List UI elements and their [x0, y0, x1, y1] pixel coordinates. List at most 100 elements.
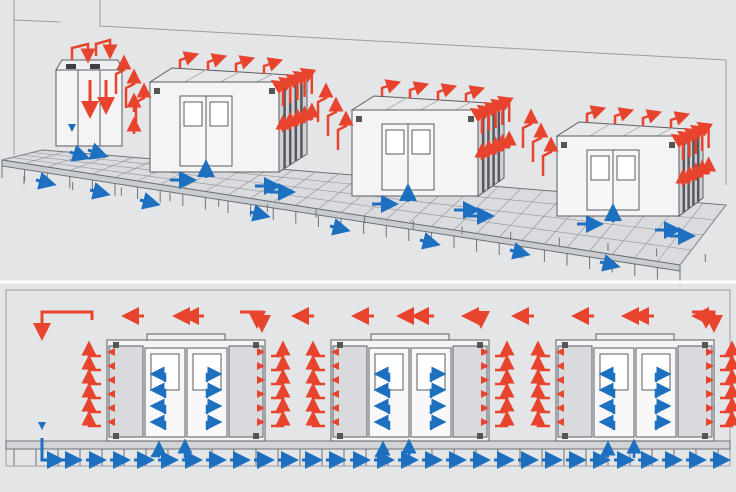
cross-section-view — [5, 289, 736, 469]
cold-air-arrow-icon — [89, 182, 111, 200]
hot-air-arrow-icon — [326, 96, 344, 136]
hot-air-arrow-icon — [240, 310, 271, 333]
hot-air-arrow-icon — [696, 121, 714, 148]
containment-section — [555, 333, 715, 442]
crac-unit-icon — [55, 59, 123, 147]
hot-air-arrow-icon — [271, 368, 291, 386]
cold-air-arrow-icon — [599, 254, 621, 272]
hot-air-arrow-icon — [531, 122, 549, 162]
cold-air-arrow-icon — [35, 172, 57, 190]
hot-air-arrow-icon — [271, 396, 291, 414]
hot-air-arrow-icon — [495, 410, 515, 428]
hot-air-arrow-icon — [234, 55, 256, 72]
hot-air-arrow-icon — [436, 83, 458, 100]
hot-air-arrow-icon — [114, 54, 132, 94]
cold-air-arrow-icon — [373, 414, 391, 430]
cold-air-arrow-icon — [598, 398, 616, 414]
hot-air-arrow-icon — [336, 110, 354, 150]
cold-air-arrow-icon — [373, 366, 391, 382]
hot-air-arrow-icon — [495, 340, 515, 358]
cold-air-arrow-icon — [205, 398, 223, 414]
cold-air-arrow-icon — [373, 398, 391, 414]
hot-air-arrow-icon — [530, 382, 550, 400]
cold-air-arrow-icon — [149, 398, 167, 414]
hot-air-arrow-icon — [271, 354, 291, 372]
hot-air-arrow-icon — [408, 81, 430, 98]
hot-air-arrow-icon — [81, 368, 101, 386]
cold-air-arrow-icon — [429, 398, 447, 414]
hot-air-arrow-icon — [495, 396, 515, 414]
cold-air-arrow-icon — [598, 366, 616, 382]
cold-air-arrow-icon — [249, 204, 271, 222]
hot-air-arrow-icon — [206, 53, 228, 70]
cold-air-arrow-icon — [598, 382, 616, 398]
hot-air-arrow-icon — [299, 67, 317, 94]
cold-air-arrow-icon — [69, 144, 91, 162]
containment-pod — [350, 95, 505, 197]
cold-air-arrow-icon — [654, 398, 672, 414]
hot-air-arrow-icon — [495, 368, 515, 386]
hot-air-arrow-icon — [305, 340, 325, 358]
hot-air-arrow-icon — [271, 410, 291, 428]
return-air-path — [33, 310, 94, 469]
cold-air-arrow-icon — [87, 142, 109, 160]
cold-air-arrow-icon — [139, 192, 161, 210]
containment-pod — [555, 121, 705, 217]
hot-air-arrow-icon — [124, 68, 142, 108]
hot-air-arrow-icon — [94, 38, 118, 60]
cold-air-arrow-icon — [654, 366, 672, 382]
containment-pod — [148, 67, 308, 173]
hot-air-arrow-icon — [81, 340, 101, 358]
hot-air-arrow-icon — [464, 85, 486, 102]
cold-air-arrow-icon — [598, 414, 616, 430]
hot-air-arrow-icon — [70, 42, 96, 64]
hot-air-arrow-icon — [305, 410, 325, 428]
hot-air-arrow-icon — [262, 57, 284, 74]
cold-air-arrow-icon — [429, 414, 447, 430]
hot-air-arrow-icon — [585, 105, 607, 122]
hot-air-arrow-icon — [495, 382, 515, 400]
hot-air-arrow-icon — [316, 82, 334, 122]
cold-air-arrow-icon — [429, 382, 447, 398]
hot-air-arrow-icon — [496, 95, 514, 122]
hot-air-arrow-icon — [134, 82, 152, 122]
containment-section — [330, 333, 490, 442]
cold-air-arrow-icon — [509, 242, 531, 260]
cold-air-arrow-icon — [149, 414, 167, 430]
hot-air-arrow-icon — [178, 51, 200, 68]
hot-air-arrow-icon — [271, 340, 291, 358]
hot-air-arrow-icon — [669, 111, 691, 128]
hot-air-arrow-icon — [81, 410, 101, 428]
cold-air-arrow-icon — [149, 382, 167, 398]
cold-air-arrow-icon — [654, 414, 672, 430]
hot-air-arrow-icon — [641, 109, 663, 126]
cold-air-arrow-icon — [654, 382, 672, 398]
hot-air-arrow-icon — [305, 382, 325, 400]
cold-air-arrow-icon — [600, 440, 616, 458]
hot-air-arrow-icon — [81, 354, 101, 372]
hot-air-arrow-icon — [692, 310, 723, 333]
hot-air-arrow-icon — [530, 368, 550, 386]
cold-air-arrow-icon — [205, 366, 223, 382]
cold-air-arrow-icon — [429, 366, 447, 382]
hot-air-arrow-icon — [81, 396, 101, 414]
cold-air-arrow-icon — [419, 232, 441, 250]
cold-air-arrow-icon — [373, 382, 391, 398]
hot-air-arrow-icon — [530, 354, 550, 372]
cold-air-arrow-icon — [205, 382, 223, 398]
hot-air-arrow-icon — [521, 108, 539, 148]
hot-air-arrow-icon — [305, 368, 325, 386]
hot-air-arrow-icon — [495, 354, 515, 372]
hot-air-arrow-icon — [530, 410, 550, 428]
hot-air-arrow-icon — [613, 107, 635, 124]
hot-air-arrow-icon — [380, 79, 402, 96]
cold-air-arrow-icon — [375, 440, 391, 458]
cold-air-arrow-icon — [151, 440, 167, 458]
hot-air-arrow-icon — [81, 382, 101, 400]
cold-air-arrow-icon — [329, 218, 351, 236]
hot-air-arrow-icon — [530, 340, 550, 358]
hot-air-arrow-icon — [271, 382, 291, 400]
section-raised-floor — [5, 440, 731, 467]
cold-air-arrow-icon — [205, 414, 223, 430]
